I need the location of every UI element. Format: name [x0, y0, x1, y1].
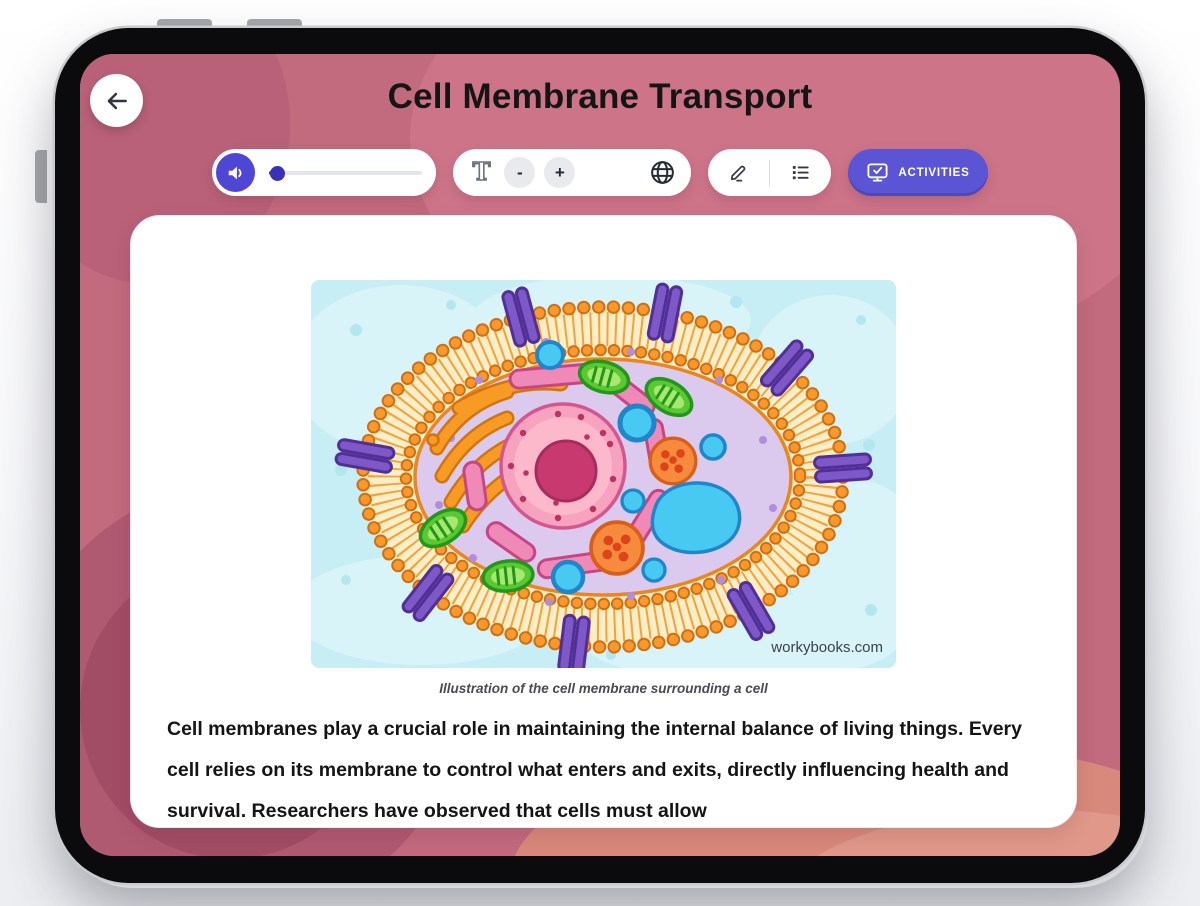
- lesson-paragraph: Cell membranes play a crucial role in ma…: [167, 718, 1022, 822]
- pen-button[interactable]: [727, 161, 750, 184]
- watermark: workybooks.com: [770, 639, 883, 656]
- language-button[interactable]: [649, 159, 676, 186]
- toolbar-divider: [769, 159, 771, 186]
- font-increase-button[interactable]: +: [544, 157, 576, 188]
- font-decrease-button[interactable]: -: [504, 157, 536, 188]
- illustration-caption: Illustration of the cell membrane surrou…: [439, 681, 768, 696]
- vacuole: [650, 481, 742, 555]
- toolbar: T - +: [80, 149, 1120, 196]
- monitor-check-icon: [867, 163, 888, 182]
- speaker-button[interactable]: [216, 153, 256, 192]
- svg-text:T: T: [473, 159, 491, 186]
- cell-illustration: workybooks.com: [311, 280, 896, 668]
- pen-icon: [731, 165, 746, 182]
- activities-label: ACTIVITIES: [898, 166, 970, 179]
- side-button: [35, 150, 47, 203]
- slider-thumb[interactable]: [270, 165, 286, 181]
- speaker-icon: [228, 166, 242, 179]
- nucleolus: [534, 439, 598, 503]
- globe-icon: [651, 161, 675, 184]
- content-card: workybooks.com Illustration of the cell …: [130, 215, 1077, 828]
- slider-track: [269, 170, 423, 175]
- list-button[interactable]: [789, 161, 812, 184]
- volume-slider[interactable]: [269, 165, 423, 181]
- activities-button[interactable]: ACTIVITIES: [848, 149, 988, 196]
- tablet-frame: Cell Membrane Transport: [55, 28, 1145, 883]
- text-size-pill: T - +: [453, 149, 692, 196]
- arrow-left-icon: [107, 92, 127, 109]
- nucleus: [499, 402, 627, 530]
- text-style-icon: T: [472, 159, 492, 186]
- annotation-pill: [708, 149, 832, 196]
- app-screen: Cell Membrane Transport: [80, 54, 1120, 856]
- audio-pill: [212, 149, 437, 196]
- back-button[interactable]: [90, 74, 143, 127]
- page-title: Cell Membrane Transport: [387, 77, 813, 116]
- list-icon: [793, 165, 810, 180]
